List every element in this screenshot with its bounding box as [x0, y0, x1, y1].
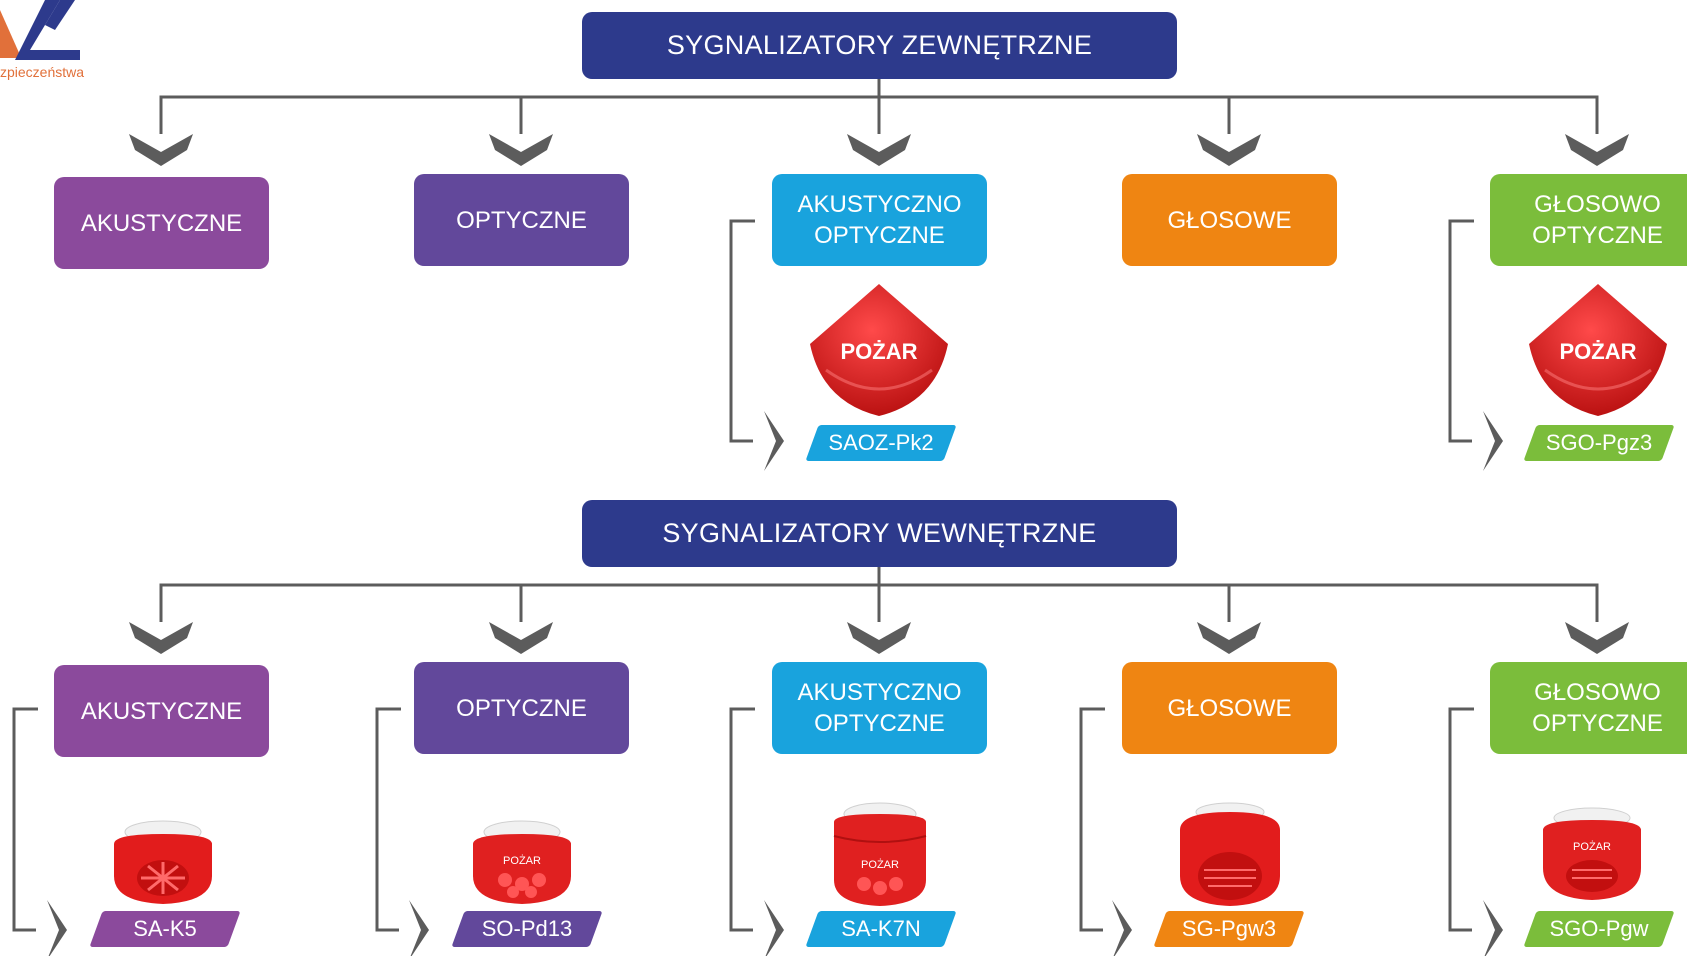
arrow-chevron-icon: [1483, 900, 1503, 956]
arrow-chevron-icon: [1112, 900, 1132, 956]
device-label: POŻAR: [1573, 840, 1611, 853]
company-logo: zpieczeństwa: [0, 0, 90, 90]
arrow-chevron-icon: [1565, 622, 1629, 654]
speaker-icon: [1174, 800, 1286, 915]
arrow-chevron-icon: [764, 900, 784, 956]
product-tag-sgo-pgw: SGO-Pgw: [1523, 911, 1675, 947]
product-tag-saoz-pk2: SAOZ-Pk2: [805, 425, 957, 461]
int-category-glosowe: GŁOSOWE: [1122, 662, 1337, 754]
product-tag-sa-k7n: SA-K7N: [805, 911, 957, 947]
strobe-icon: POŻAR: [467, 818, 577, 915]
sounder-strobe-icon: POŻAR: [826, 800, 934, 915]
int-category-akustyczno-optyczne: AKUSTYCZNO OPTYCZNE: [772, 662, 987, 754]
ext-category-akustyczne: AKUSTYCZNE: [54, 177, 269, 269]
ext-category-optyczne: OPTYCZNE: [414, 174, 629, 266]
product-tag-so-pd13: SO-Pd13: [451, 911, 603, 947]
external-siren-icon: POŻAR: [806, 280, 952, 423]
connector-line: [1448, 707, 1474, 932]
connector-line: [729, 219, 755, 443]
arrow-chevron-icon: [47, 900, 67, 956]
connector-line: [1448, 219, 1474, 443]
arrow-chevron-icon: [764, 411, 784, 471]
ext-category-glosowo-optyczne: GŁOSOWO OPTYCZNE: [1490, 174, 1687, 266]
voice-strobe-icon: POŻAR: [1537, 806, 1647, 909]
device-label: POŻAR: [503, 854, 541, 867]
arrow-chevron-icon: [1197, 622, 1261, 654]
arrow-chevron-icon: [489, 622, 553, 654]
arrow-chevron-icon: [129, 134, 193, 166]
ext-category-akustyczno-optyczne: AKUSTYCZNO OPTYCZNE: [772, 174, 987, 266]
external-header: SYGNALIZATORY ZEWNĘTRZNE: [582, 12, 1177, 79]
ext-category-glosowe: GŁOSOWE: [1122, 174, 1337, 266]
arrow-chevron-icon: [1197, 134, 1261, 166]
product-tag-sgo-pgz3: SGO-Pgz3: [1523, 425, 1675, 461]
int-category-optyczne: OPTYCZNE: [414, 662, 629, 754]
round-sounder-icon: [108, 818, 218, 915]
connector-line: [1079, 707, 1105, 932]
arrow-chevron-icon: [847, 134, 911, 166]
connector-line: [729, 707, 755, 932]
arrow-chevron-icon: [847, 622, 911, 654]
device-label: POŻAR: [861, 858, 899, 871]
arrow-chevron-icon: [489, 134, 553, 166]
arrow-chevron-icon: [1565, 134, 1629, 166]
arrow-chevron-icon: [129, 622, 193, 654]
internal-header: SYGNALIZATORY WEWNĘTRZNE: [582, 500, 1177, 567]
arrow-chevron-icon: [1483, 411, 1503, 471]
connector-line: [375, 707, 401, 932]
int-category-glosowo-optyczne: GŁOSOWO OPTYCZNE: [1490, 662, 1687, 754]
product-tag-sa-k5: SA-K5: [89, 911, 241, 947]
logo-text: zpieczeństwa: [0, 64, 85, 80]
device-label: POŻAR: [841, 339, 918, 364]
connector-line: [12, 707, 38, 932]
int-category-akustyczne: AKUSTYCZNE: [54, 665, 269, 757]
product-tag-sg-pgw3: SG-Pgw3: [1153, 911, 1305, 947]
device-label: POŻAR: [1560, 339, 1637, 364]
external-siren-icon: POŻAR: [1525, 280, 1671, 423]
arrow-chevron-icon: [409, 900, 429, 956]
